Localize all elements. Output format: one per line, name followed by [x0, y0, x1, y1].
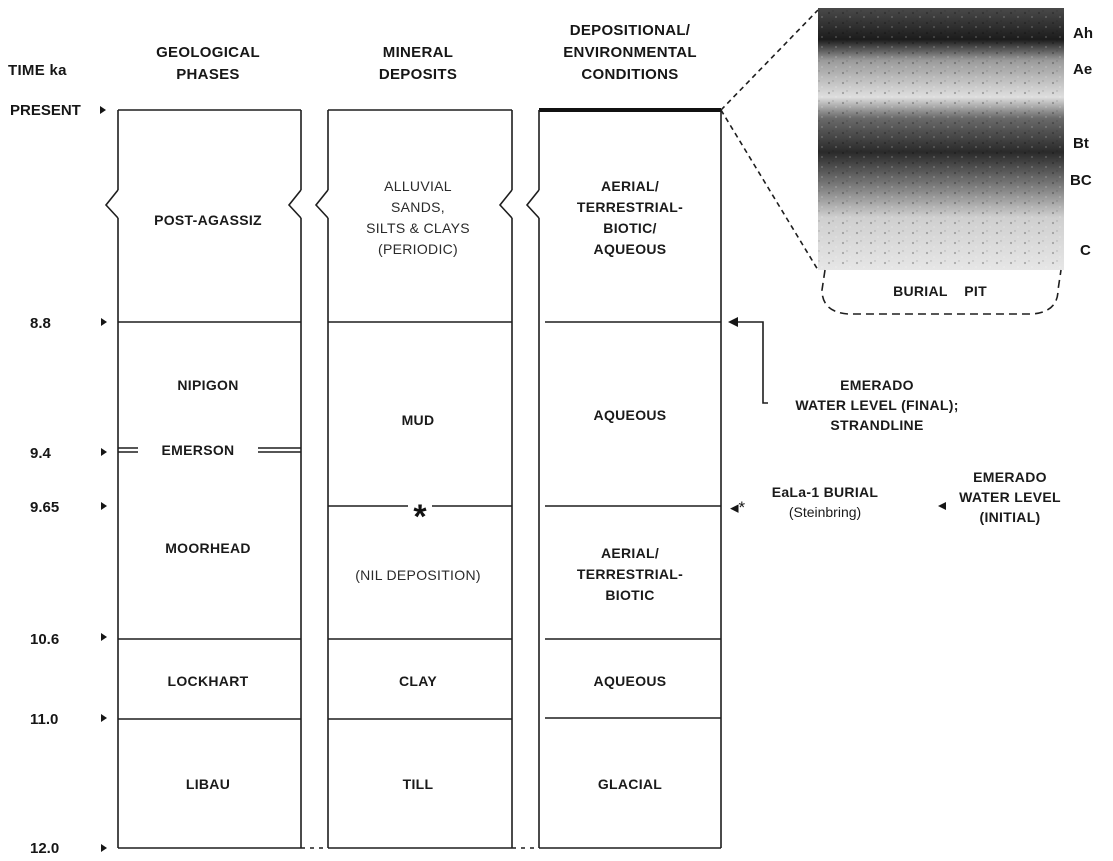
cond-aerial-top-line2: TERRESTRIAL- — [577, 199, 683, 215]
cond-aqueous-1: AQUEOUS — [594, 407, 667, 423]
time-axis: PRESENT 8.8 9.4 9.65 10.6 11.0 12.0 — [10, 102, 107, 857]
tick-arrow-icon — [101, 448, 107, 456]
minerals-column: ALLUVIAL SANDS, SILTS & CLAYS (PERIODIC)… — [314, 109, 513, 849]
conditions-header-line1: DEPOSITIONAL/ — [570, 22, 691, 39]
annotations: EMERADO WATER LEVEL (FINAL); STRANDLINE … — [728, 317, 1061, 525]
cond-aerial-mid-line3: BIOTIC — [605, 587, 654, 603]
soil-profile-inset: BURIAL PIT Ah Ae Bt BC C — [720, 8, 1093, 315]
burial-marker: ◂* — [730, 498, 746, 517]
conditions-column: AERIAL/ TERRESTRIAL- BIOTIC/ AQUEOUS AQU… — [525, 108, 722, 849]
burial-asterisk: * — [413, 498, 427, 536]
horizon-bc: BC — [1070, 172, 1092, 189]
phase-libau: LIBAU — [186, 776, 230, 792]
conditions-header-line2: ENVIRONMENTAL — [563, 44, 697, 61]
phase-post-agassiz: POST-AGASSIZ — [154, 212, 262, 228]
tick-9-4: 9.4 — [30, 445, 52, 462]
cond-aerial-top-line1: AERIAL/ — [601, 178, 659, 194]
phase-nipigon: NIPIGON — [177, 377, 238, 393]
emerado-final-line1: EMERADO — [840, 377, 914, 393]
tick-9-65: 9.65 — [30, 499, 59, 516]
horizon-ah: Ah — [1073, 25, 1093, 42]
cond-aqueous-2: AQUEOUS — [594, 673, 667, 689]
emerado-final-line3: STRANDLINE — [830, 417, 923, 433]
emerado-initial-line2: WATER LEVEL — [959, 489, 1061, 505]
tick-arrow-icon — [101, 318, 107, 326]
arrow-left-icon — [728, 317, 738, 327]
minerals-header-line1: MINERAL — [383, 44, 453, 61]
phase-lockhart: LOCKHART — [168, 673, 249, 689]
tick-12-0: 12.0 — [30, 840, 59, 857]
mineral-alluvial-line4: (PERIODIC) — [378, 241, 458, 257]
cond-aerial-top-line3: BIOTIC/ — [603, 220, 656, 236]
cond-aerial-mid-line2: TERRESTRIAL- — [577, 566, 683, 582]
horizon-ae: Ae — [1073, 61, 1092, 78]
arrow-left-icon — [938, 502, 946, 510]
conditions-header-line3: CONDITIONS — [581, 66, 678, 83]
burial-label: EaLa-1 BURIAL — [772, 484, 879, 500]
burial-pit-label: BURIAL PIT — [893, 283, 987, 299]
mineral-alluvial-line2: SANDS, — [391, 199, 445, 215]
emerado-initial-line1: EMERADO — [973, 469, 1047, 485]
minerals-header-line2: DEPOSITS — [379, 66, 457, 83]
cond-glacial: GLACIAL — [598, 776, 662, 792]
emerado-final-line2: WATER LEVEL (FINAL); — [795, 397, 958, 413]
tick-arrow-icon — [101, 502, 107, 510]
mineral-alluvial-line3: SILTS & CLAYS — [366, 220, 470, 236]
cond-aerial-top-line4: AQUEOUS — [594, 241, 667, 257]
tick-11-0: 11.0 — [30, 711, 58, 728]
tick-arrow-icon — [101, 714, 107, 722]
tick-present: PRESENT — [10, 102, 81, 119]
phases-header-line1: GEOLOGICAL — [156, 44, 260, 61]
mineral-alluvial-line1: ALLUVIAL — [384, 178, 452, 194]
phase-moorhead: MOORHEAD — [165, 540, 251, 556]
burial-source: (Steinbring) — [789, 504, 861, 520]
phase-emerson: EMERSON — [162, 442, 235, 458]
column-headers: TIME ka GEOLOGICAL PHASES MINERAL DEPOSI… — [8, 22, 697, 83]
burial-pit-outline — [821, 269, 1062, 315]
time-header: TIME ka — [8, 62, 67, 79]
emerado-initial-line3: (INITIAL) — [979, 509, 1040, 525]
emerado-final-leader — [738, 321, 768, 404]
horizon-bt: Bt — [1073, 135, 1089, 152]
mineral-clay: CLAY — [399, 673, 437, 689]
phases-header-line2: PHASES — [176, 66, 240, 83]
tick-arrow-icon — [101, 844, 107, 852]
mineral-till: TILL — [403, 776, 434, 792]
tick-arrow-icon — [100, 106, 106, 114]
tick-arrow-icon — [101, 633, 107, 641]
tick-8-8: 8.8 — [30, 315, 51, 332]
mineral-mud: MUD — [402, 412, 435, 428]
mineral-nil-deposition: (NIL DEPOSITION) — [355, 567, 481, 583]
cond-aerial-mid-line1: AERIAL/ — [601, 545, 659, 561]
tick-10-6: 10.6 — [30, 631, 59, 648]
horizon-c: C — [1080, 242, 1091, 259]
phases-column: POST-AGASSIZ NIPIGON EMERSON MOORHEAD LO… — [104, 109, 302, 849]
